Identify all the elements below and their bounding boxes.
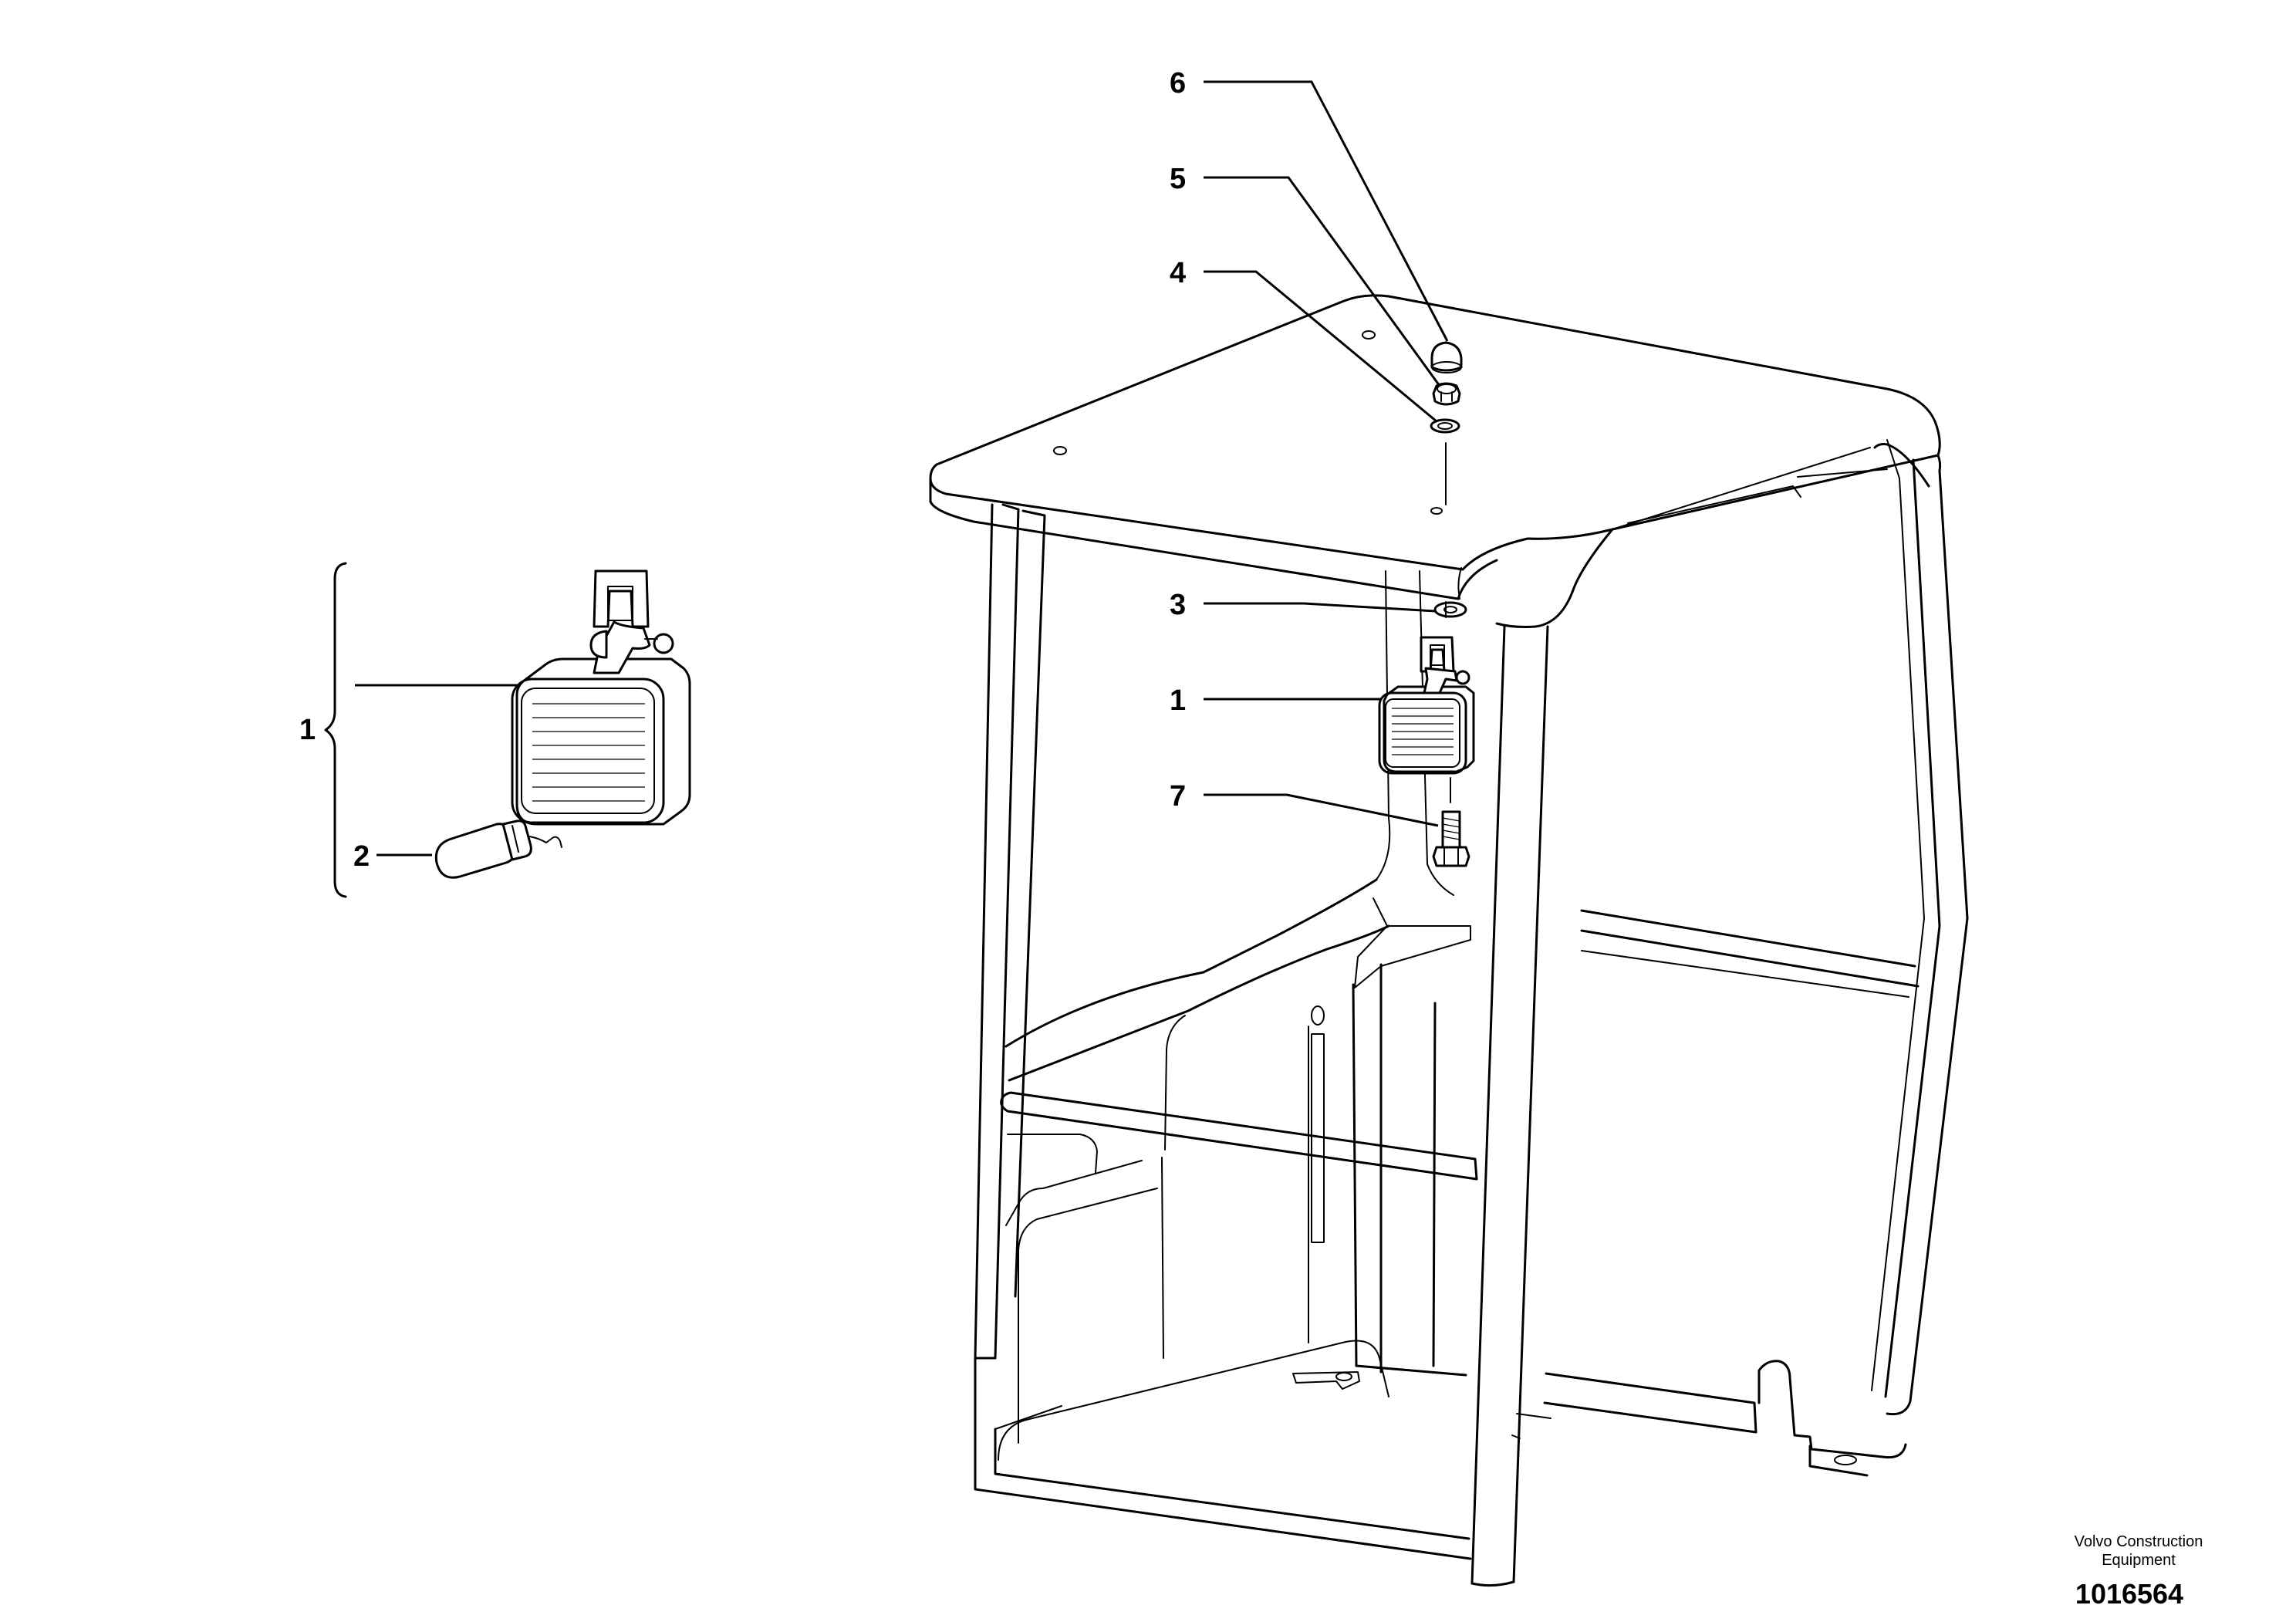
callout-6: 6 (1170, 67, 1186, 100)
hex-bolt (1432, 810, 1470, 867)
callout-1-right: 1 (1170, 684, 1186, 717)
leader-line-6 (1204, 80, 1449, 342)
leader-line-4 (1204, 270, 1437, 423)
flat-washer (1433, 601, 1467, 618)
brand-line-1: Volvo Construction (2075, 1533, 2203, 1550)
nut (1432, 382, 1461, 406)
callout-4: 4 (1170, 257, 1186, 289)
leader-line-5 (1204, 176, 1441, 387)
assembly-brace (324, 562, 347, 898)
callout-5: 5 (1170, 163, 1186, 195)
dome-cap (1430, 341, 1463, 373)
leader-line-3 (1204, 602, 1436, 613)
work-lamp-left (511, 569, 691, 826)
callout-1-left: 1 (299, 714, 316, 746)
roof-panel (929, 294, 1941, 571)
lock-washer (1430, 418, 1460, 434)
cab-frame (929, 294, 1969, 1587)
callout-2: 2 (353, 840, 370, 873)
bulb (434, 819, 562, 879)
mounting-hardware (1204, 80, 1475, 867)
callout-7: 7 (1170, 780, 1186, 813)
brand-line-2: Equipment (2102, 1552, 2176, 1569)
left-lamp-assembly (324, 562, 691, 898)
leader-line-7 (1204, 793, 1439, 827)
callout-3: 3 (1170, 589, 1186, 621)
work-lamp-mounted (1378, 636, 1475, 775)
document-number: 1016564 (2075, 1578, 2183, 1610)
cross-bar (1000, 1091, 1478, 1181)
